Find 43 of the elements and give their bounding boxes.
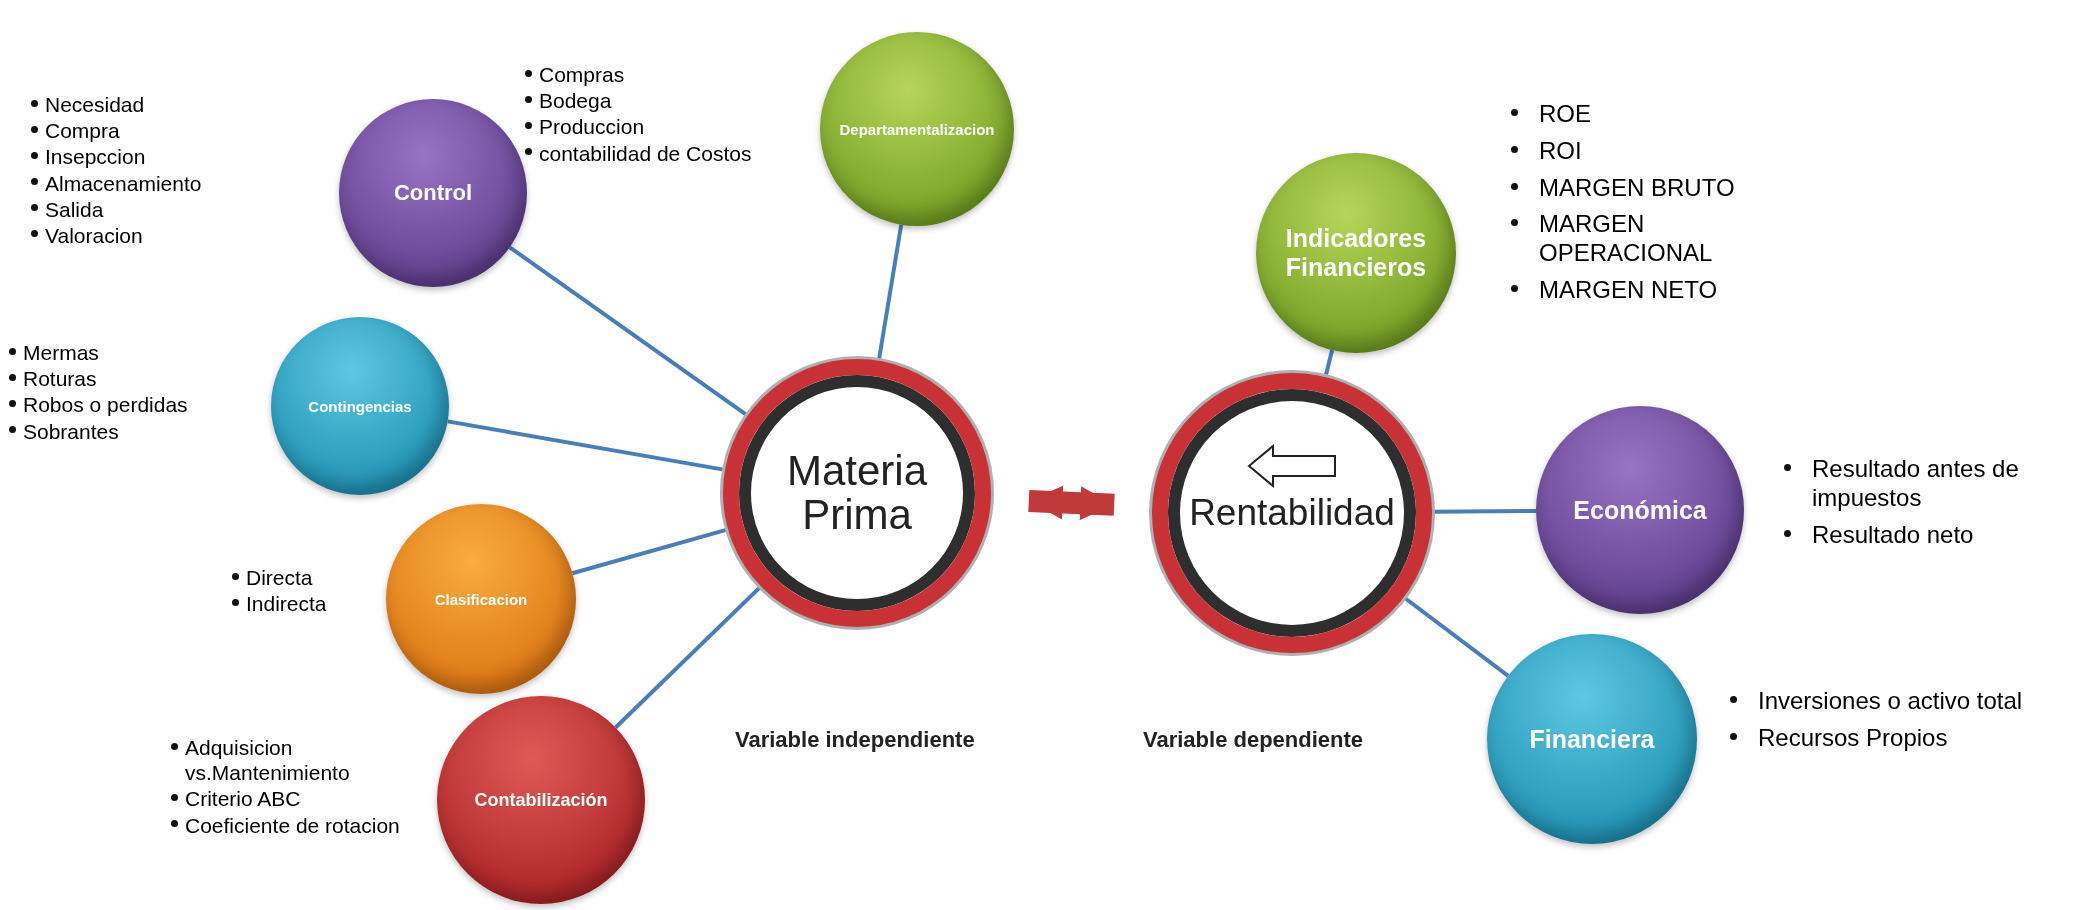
connector-line [1432, 508, 1536, 514]
bullet-item: Directa [246, 566, 313, 589]
bullet-item: Insepccion [45, 145, 146, 169]
node-label: Materia Prima [785, 448, 929, 538]
bullet-item: Bodega [539, 89, 612, 113]
bullet-item: Coeficiente de rotacion [185, 813, 400, 837]
node-label: Indicadores Financieros [1284, 224, 1428, 282]
bullet-item: Indirecta [246, 592, 327, 616]
bullet-item: MARGEN OPERACIONAL [1539, 210, 1713, 267]
caption-label: Variable independiente [735, 727, 975, 753]
caption-label: Variable dependiente [1143, 727, 1364, 753]
bullet-item: Salida [45, 197, 104, 221]
node-label: Control [392, 180, 474, 206]
bullet-item: Resultado neto [1812, 520, 1974, 548]
node-label: Contingencias [307, 397, 413, 415]
bullet-item: Necesidad [45, 93, 145, 116]
double-arrow [1028, 485, 1115, 521]
connector-line [508, 245, 749, 418]
node-label: Contabilización [473, 789, 609, 811]
bullet-item: Produccion [539, 115, 645, 139]
bullet-item: Compras [539, 63, 625, 86]
bullet-item: contabilidad de Costos [539, 141, 752, 165]
bullet-item: MARGEN NETO [1539, 276, 1718, 303]
bullet-item: MARGEN BRUTO [1539, 173, 1735, 201]
bullet-item: Almacenamiento [45, 171, 202, 195]
bullet-item: ROE [1539, 100, 1591, 127]
node-label: Departamentalizacion [838, 120, 996, 138]
node-label: Económica [1572, 495, 1708, 525]
bullet-item: Valoracion [45, 223, 143, 247]
bullet-item: Criterio ABC [185, 787, 301, 811]
node-label: Rentabilidad [1189, 493, 1395, 533]
bullet-item: Recursos Propios [1758, 723, 1948, 751]
bullet-item: Roturas [23, 367, 97, 391]
bullet-item: Adquisicion vs.Mantenimiento [185, 736, 350, 785]
node-label: Clasificacion [433, 590, 529, 608]
bullet-item: Sobrantes [23, 419, 119, 443]
bullet-item: Resultado antes de impuestos [1812, 455, 2019, 511]
bullet-item: Mermas [23, 341, 99, 364]
node-label: Financiera [1528, 724, 1656, 754]
bullet-item: Inversiones o activo total [1758, 687, 2023, 714]
bullet-item: Robos o perdidas [23, 393, 188, 417]
bullet-item: ROI [1539, 136, 1582, 164]
bullet-item: Compra [45, 119, 120, 143]
